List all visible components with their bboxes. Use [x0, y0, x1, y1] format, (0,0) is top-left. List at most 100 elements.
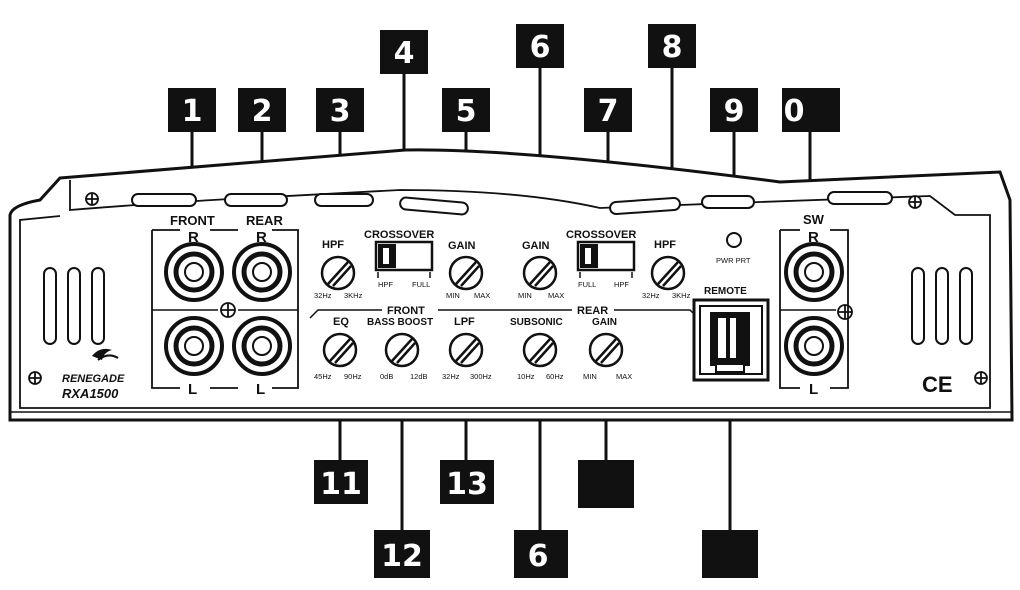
- lpf-max-label: 300Hz: [470, 372, 492, 381]
- callout-14: [578, 460, 634, 508]
- remote-port[interactable]: [692, 298, 770, 382]
- bass-boost-min-label: 0dB: [380, 372, 393, 381]
- sw-r-label: R: [808, 229, 819, 246]
- crossover-front-switch[interactable]: [374, 240, 434, 278]
- rear-l-label: L: [256, 381, 265, 398]
- amplifier-body: [8, 148, 1014, 422]
- pwr-prt-label: PWR PRT: [716, 256, 751, 265]
- front-section-label: FRONT: [387, 305, 425, 317]
- hpf-rear-max-label: 3KHz: [672, 291, 691, 300]
- callout-13: 13: [440, 460, 494, 504]
- callout-1-number: 1: [182, 94, 203, 129]
- rca-jack-sw-r[interactable]: [784, 242, 844, 302]
- lpf-label: LPF: [454, 316, 475, 328]
- rca-jack-rear-r[interactable]: [232, 242, 292, 302]
- callout-8-number: 8: [662, 30, 683, 65]
- crossover-front-label: CROSSOVER: [364, 229, 434, 241]
- callout-16: [702, 530, 758, 578]
- vent-slots-side: [43, 267, 973, 345]
- eq-knob[interactable]: [322, 332, 358, 368]
- hpf-rear-label: HPF: [654, 239, 676, 251]
- callout-9-number: 9: [724, 94, 745, 129]
- lpf-knob[interactable]: [448, 332, 484, 368]
- crossover-front-right-label: FULL: [412, 280, 430, 289]
- gain-front-knob[interactable]: [448, 255, 484, 291]
- bass-boost-knob[interactable]: [384, 332, 420, 368]
- crossover-rear-left-label: FULL: [578, 280, 596, 289]
- renegade-logo: [92, 348, 119, 361]
- rear-r-label: R: [256, 229, 267, 246]
- gain-front-min-label: MIN: [446, 291, 460, 300]
- callout-10: 0: [782, 88, 840, 132]
- hpf-front-min-label: 32Hz: [314, 291, 332, 300]
- bass-boost-label: BASS BOOST: [367, 317, 433, 328]
- callout-12: 12: [374, 530, 430, 578]
- eq-label: EQ: [333, 316, 349, 328]
- sw-l-label: L: [809, 381, 818, 398]
- callout-2-number: 2: [252, 94, 273, 129]
- screw-icon: [220, 302, 236, 318]
- subsonic-label: SUBSONIC: [510, 317, 563, 328]
- bass-boost-max-label: 12dB: [410, 372, 428, 381]
- gain-sub-min-label: MIN: [583, 372, 597, 381]
- screw-icon: [974, 371, 988, 385]
- crossover-rear-label: CROSSOVER: [566, 229, 636, 241]
- callout-6-bottom: 6: [514, 530, 568, 578]
- crossover-front-left-label: HPF: [378, 280, 393, 289]
- callout-1: 1: [168, 88, 216, 132]
- hpf-front-knob[interactable]: [320, 255, 356, 291]
- callout-9: 9: [710, 88, 758, 132]
- front-r-label: R: [188, 229, 199, 246]
- power-protect-led-icon: [726, 232, 742, 248]
- crossover-rear-right-label: HPF: [614, 280, 629, 289]
- ce-mark: CE: [922, 372, 953, 397]
- eq-min-label: 45Hz: [314, 372, 332, 381]
- screw-icon: [85, 192, 99, 206]
- callout-7-number: 7: [598, 94, 619, 129]
- callout-8: 8: [648, 24, 696, 68]
- rca-inputs: [151, 229, 299, 389]
- screw-icon: [837, 304, 853, 320]
- screw-icon: [28, 371, 42, 385]
- rca-jack-front-l[interactable]: [164, 316, 224, 376]
- callout-10-number: 0: [784, 94, 805, 129]
- hpf-front-label: HPF: [322, 239, 344, 251]
- hpf-rear-knob[interactable]: [650, 255, 686, 291]
- callout-13-number: 13: [446, 467, 488, 502]
- callout-6-bottom-number: 6: [528, 539, 549, 574]
- callout-12-number: 12: [381, 539, 423, 574]
- gain-sub-knob[interactable]: [588, 332, 624, 368]
- rear-input-label: REAR: [246, 213, 283, 228]
- callout-4: 4: [380, 30, 428, 74]
- callout-4-number: 4: [394, 36, 415, 71]
- subsonic-max-label: 60Hz: [546, 372, 564, 381]
- gain-rear-knob[interactable]: [522, 255, 558, 291]
- gain-sub-max-label: MAX: [616, 372, 632, 381]
- front-l-label: L: [188, 381, 197, 398]
- rca-jack-rear-l[interactable]: [232, 316, 292, 376]
- lpf-min-label: 32Hz: [442, 372, 460, 381]
- sw-inputs: [779, 229, 849, 389]
- gain-sub-label: GAIN: [592, 317, 617, 328]
- callout-7: 7: [584, 88, 632, 132]
- gain-rear-max-label: MAX: [548, 291, 564, 300]
- hpf-rear-min-label: 32Hz: [642, 291, 660, 300]
- callout-3-number: 3: [330, 94, 351, 129]
- callout-2: 2: [238, 88, 286, 132]
- callout-3: 3: [316, 88, 364, 132]
- rca-jack-front-r[interactable]: [164, 242, 224, 302]
- subsonic-knob[interactable]: [522, 332, 558, 368]
- crossover-rear-switch[interactable]: [576, 240, 636, 278]
- gain-front-label: GAIN: [448, 240, 476, 252]
- callout-6-number: 6: [530, 30, 551, 65]
- model-name: RXA1500: [62, 386, 119, 401]
- subsonic-min-label: 10Hz: [517, 372, 535, 381]
- rca-jack-sw-l[interactable]: [784, 316, 844, 376]
- brand-name: RENEGADE: [62, 373, 125, 385]
- front-input-label: FRONT: [170, 213, 215, 228]
- callout-5: 5: [442, 88, 490, 132]
- callout-6: 6: [516, 24, 564, 68]
- rear-section-label: REAR: [577, 305, 608, 317]
